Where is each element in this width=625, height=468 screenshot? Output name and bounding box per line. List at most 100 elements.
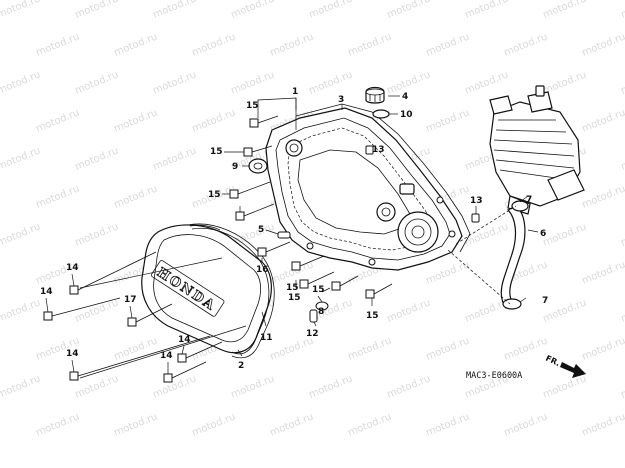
hose-routing-line (447, 249, 511, 305)
front-arrow-icon (560, 362, 586, 378)
watermark-text: motod.ru (151, 373, 198, 400)
callout-15-b: 15 (210, 147, 223, 157)
watermark-text: motod.ru (424, 335, 471, 362)
watermark-text: motod.ru (0, 297, 42, 324)
front-direction-indicator: FR. (544, 354, 586, 378)
watermark-text: motod.ru (424, 31, 471, 58)
oil-filler-cap (365, 86, 385, 104)
watermark-text: motod.ru (0, 145, 42, 172)
callout-15-d: 15 (288, 293, 301, 303)
watermark-text: motod.ru (268, 335, 315, 362)
watermark-text: motod.ru (151, 0, 198, 21)
watermark-text: motod.ru (190, 411, 237, 438)
callout-9: 9 (232, 162, 238, 172)
callout-15-g: 15 (286, 283, 299, 293)
callout-15-a: 15 (246, 101, 259, 111)
watermark-text: motod.ru (346, 335, 393, 362)
leader-lines (45, 95, 539, 374)
watermark-text: motod.ru (34, 183, 81, 210)
callout-8: 8 (318, 307, 324, 317)
watermark-text: motod.ru (151, 145, 198, 172)
watermark-text: motod.ru (463, 69, 510, 96)
callout-7-upper: 7 (526, 195, 532, 205)
watermark-text: motod.ru (502, 335, 549, 362)
watermark-text: motod.ru (73, 221, 120, 248)
bolts-14 (43, 251, 223, 383)
watermark-text: motod.ru (385, 373, 432, 400)
watermark-text: motod.ru (268, 31, 315, 58)
callout-13-cover: 13 (372, 145, 385, 155)
callout-7-lower: 7 (542, 296, 548, 306)
callout-14-e: 14 (178, 335, 191, 345)
bolt-12 (309, 309, 318, 323)
callout-4: 4 (402, 92, 408, 102)
engine-cylinder (489, 85, 585, 215)
bolt-alignment-1 (79, 257, 223, 289)
watermark-text: motod.ru (0, 69, 42, 96)
callout-6: 6 (540, 229, 546, 239)
hose-routing-line-2 (455, 205, 517, 245)
callout-5: 5 (258, 225, 264, 235)
watermark-text: motod.ru (580, 183, 625, 210)
callout-15-e: 15 (312, 285, 325, 295)
water-hose (500, 200, 529, 310)
watermark-text: motod.ru (73, 145, 120, 172)
watermark-text: motod.ru (385, 0, 432, 21)
watermark-text: motod.ru (346, 31, 393, 58)
callout-15-f: 15 (366, 311, 379, 321)
callout-14-a: 14 (66, 263, 79, 273)
watermark-text: motod.ru (151, 69, 198, 96)
watermark-text: motod.ru (307, 373, 354, 400)
callout-15-c: 15 (208, 190, 221, 200)
watermark-text: motod.ru (112, 107, 159, 134)
watermark-text: motod.ru (502, 31, 549, 58)
direction-label: FR. (544, 354, 561, 368)
watermark-text: motod.ru (307, 69, 354, 96)
callout-16: 16 (256, 265, 269, 275)
watermark-text: motod.ru (190, 107, 237, 134)
bolt-alignment-2 (79, 325, 247, 379)
callout-14-b: 14 (40, 287, 53, 297)
callout-labels: 1 2 3 4 5 6 7 7 8 9 10 11 12 13 13 14 14… (40, 87, 548, 371)
watermark-text: motod.ru (34, 107, 81, 134)
watermark-text: motod.ru (73, 0, 120, 21)
dowel-pin (277, 231, 291, 239)
watermark-text: motod.ru (307, 0, 354, 21)
watermark-text: motod.ru (73, 297, 120, 324)
watermark-text: motod.ru (619, 0, 625, 21)
watermark-text: motod.ru (34, 31, 81, 58)
watermark-text: motod.ru (619, 297, 625, 324)
right-crankcase-cover (265, 107, 463, 271)
callout-14-c: 14 (66, 349, 79, 359)
watermark-text: motod.ru (268, 411, 315, 438)
watermark-text: motod.ru (580, 107, 625, 134)
bolt-16 (257, 241, 291, 257)
watermark-text: motod.ru (112, 183, 159, 210)
watermark-text: motod.ru (463, 0, 510, 21)
watermark-text: motod.ru (190, 31, 237, 58)
bolts-15 (229, 115, 393, 299)
callout-14-d: 14 (160, 351, 173, 361)
watermark-text: motod.ru (580, 259, 625, 286)
diagram-code: MAC3-E0600A (466, 371, 522, 381)
bolt-13-cylinder (471, 213, 480, 223)
watermark-text: motod.ru (0, 373, 42, 400)
clutch-cover: HONDA (141, 224, 272, 354)
watermark-text: motod.ru (541, 0, 588, 21)
callout-10: 10 (400, 110, 413, 120)
watermark-text: motod.ru (541, 297, 588, 324)
watermark-text: motod.ru (112, 31, 159, 58)
watermark-text: motod.ru (619, 221, 625, 248)
watermark-text: motod.ru (580, 31, 625, 58)
callout-2: 2 (238, 361, 244, 371)
watermark-text: motod.ru (34, 411, 81, 438)
watermark-text: motod.ru (112, 411, 159, 438)
o-ring (372, 109, 390, 119)
watermark-text: motod.ru (424, 411, 471, 438)
watermark-text: motod.ru (541, 373, 588, 400)
callout-12: 12 (306, 329, 319, 339)
watermark-text: motod.ru (619, 145, 625, 172)
watermark-text: motod.ru (541, 221, 588, 248)
watermark-text: motod.ru (73, 69, 120, 96)
